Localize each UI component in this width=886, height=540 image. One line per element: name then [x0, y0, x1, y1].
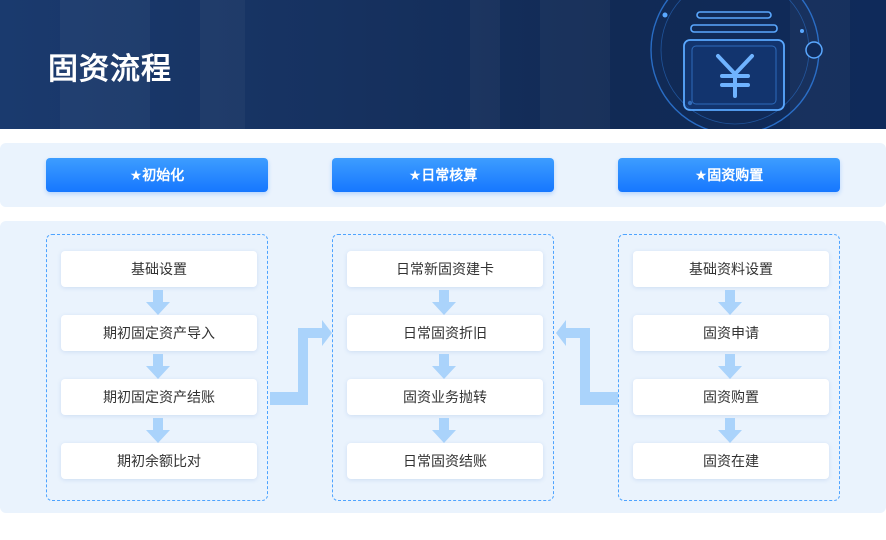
down-arrow-icon — [718, 290, 742, 315]
step-box[interactable]: 基础资料设置 — [633, 251, 829, 287]
process-column-purchase: 基础资料设置 固资申请 固资购置 固资在建 — [618, 234, 840, 501]
connector-arrow-right-icon — [270, 320, 332, 405]
phase-button-purchase[interactable]: ★固资购置 — [618, 158, 840, 192]
step-box[interactable]: 日常新固资建卡 — [347, 251, 543, 287]
banner: 固资流程 — [0, 0, 886, 129]
step-box[interactable]: 期初余额比对 — [61, 443, 257, 479]
step-box[interactable]: 固资在建 — [633, 443, 829, 479]
down-arrow-icon — [432, 354, 456, 379]
phase-button-daily[interactable]: ★日常核算 — [332, 158, 554, 192]
step-box[interactable]: 固资业务抛转 — [347, 379, 543, 415]
step-box[interactable]: 固资购置 — [633, 379, 829, 415]
down-arrow-icon — [146, 418, 170, 443]
down-arrow-icon — [146, 290, 170, 315]
down-arrow-icon — [718, 418, 742, 443]
step-box[interactable]: 期初固定资产结账 — [61, 379, 257, 415]
step-box[interactable]: 固资申请 — [633, 315, 829, 351]
down-arrow-icon — [432, 418, 456, 443]
yen-document-icon — [650, 0, 823, 129]
banner-stripe — [200, 0, 245, 129]
down-arrow-icon — [718, 354, 742, 379]
process-column-init: 基础设置 期初固定资产导入 期初固定资产结账 期初余额比对 — [46, 234, 268, 501]
step-box[interactable]: 基础设置 — [61, 251, 257, 287]
step-box[interactable]: 日常固资折旧 — [347, 315, 543, 351]
phase-button-init[interactable]: ★初始化 — [46, 158, 268, 192]
down-arrow-icon — [432, 290, 456, 315]
down-arrow-icon — [146, 354, 170, 379]
step-box[interactable]: 日常固资结账 — [347, 443, 543, 479]
process-column-daily: 日常新固资建卡 日常固资折旧 固资业务抛转 日常固资结账 — [332, 234, 554, 501]
page-title: 固资流程 — [48, 52, 172, 87]
banner-stripe — [540, 0, 610, 129]
banner-stripe — [470, 0, 500, 129]
step-box[interactable]: 期初固定资产导入 — [61, 315, 257, 351]
connector-arrow-left-icon — [556, 320, 618, 405]
